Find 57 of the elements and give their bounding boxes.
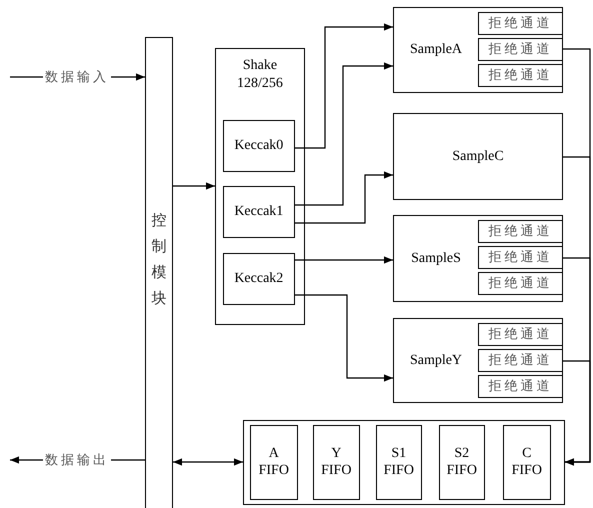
channel-box <box>478 64 563 87</box>
arrow <box>173 182 215 190</box>
box-label: SampleS <box>410 250 462 268</box>
box-label: Keccak1 <box>233 203 284 222</box>
channel-box <box>478 38 563 61</box>
process-box <box>222 120 295 172</box>
box-label: 拒绝通道 <box>487 222 554 240</box>
box-label: Keccak0 <box>233 137 284 156</box>
arrow <box>563 360 591 466</box>
box-label: C FIFO <box>510 444 543 480</box>
process-box <box>222 252 295 305</box>
fifo-box <box>250 424 298 500</box>
box-label: 拒绝通道 <box>487 248 554 266</box>
arrow <box>295 23 393 149</box>
box-label: 拒绝通道 <box>487 351 554 370</box>
fifo-box <box>312 424 360 500</box>
module-box <box>393 318 563 403</box>
channel-box <box>478 374 563 398</box>
process-box <box>222 186 295 238</box>
box-label: 拒绝通道 <box>487 40 554 58</box>
box-label: 拒绝通道 <box>487 66 554 84</box>
module-box <box>393 7 563 93</box>
module-box <box>393 113 563 200</box>
arrow <box>173 458 243 466</box>
edge-label: 数据输出 <box>43 451 111 469</box>
channel-box <box>478 12 563 35</box>
box-label: S2 FIFO <box>446 444 478 480</box>
edge-label: 数据输入 <box>43 68 111 86</box>
box-label: SampleY <box>408 352 464 370</box>
module-box <box>215 48 305 325</box>
box-label: 拒绝通道 <box>487 377 554 396</box>
arrow <box>295 294 393 382</box>
box-label: Shake 128/256 <box>236 57 284 92</box>
channel-box <box>478 348 563 372</box>
fifo-box <box>376 424 422 500</box>
box-label: Y FIFO <box>320 444 352 480</box>
box-label: A FIFO <box>258 444 290 480</box>
box-label: 控制模块 <box>151 212 167 309</box>
box-label: S1 FIFO <box>382 444 415 480</box>
box-label: SampleA <box>408 41 464 60</box>
arrow <box>295 62 393 206</box>
control-bar <box>145 37 173 508</box>
fifo-box <box>502 424 551 500</box>
arrow <box>295 171 393 224</box>
box-label: 拒绝通道 <box>487 325 554 344</box>
buffer-panel <box>243 420 565 505</box>
channel-box <box>478 322 563 346</box>
box-label: 拒绝通道 <box>487 274 554 292</box>
channel-box <box>478 272 563 295</box>
box-label: Keccak2 <box>233 270 284 288</box>
box-label: 拒绝通道 <box>487 14 554 32</box>
channel-box <box>478 246 563 269</box>
channel-box <box>478 220 563 243</box>
arrow <box>295 256 393 264</box>
box-label: SampleC <box>451 148 505 166</box>
module-box <box>393 215 563 302</box>
fifo-box <box>438 424 485 500</box>
